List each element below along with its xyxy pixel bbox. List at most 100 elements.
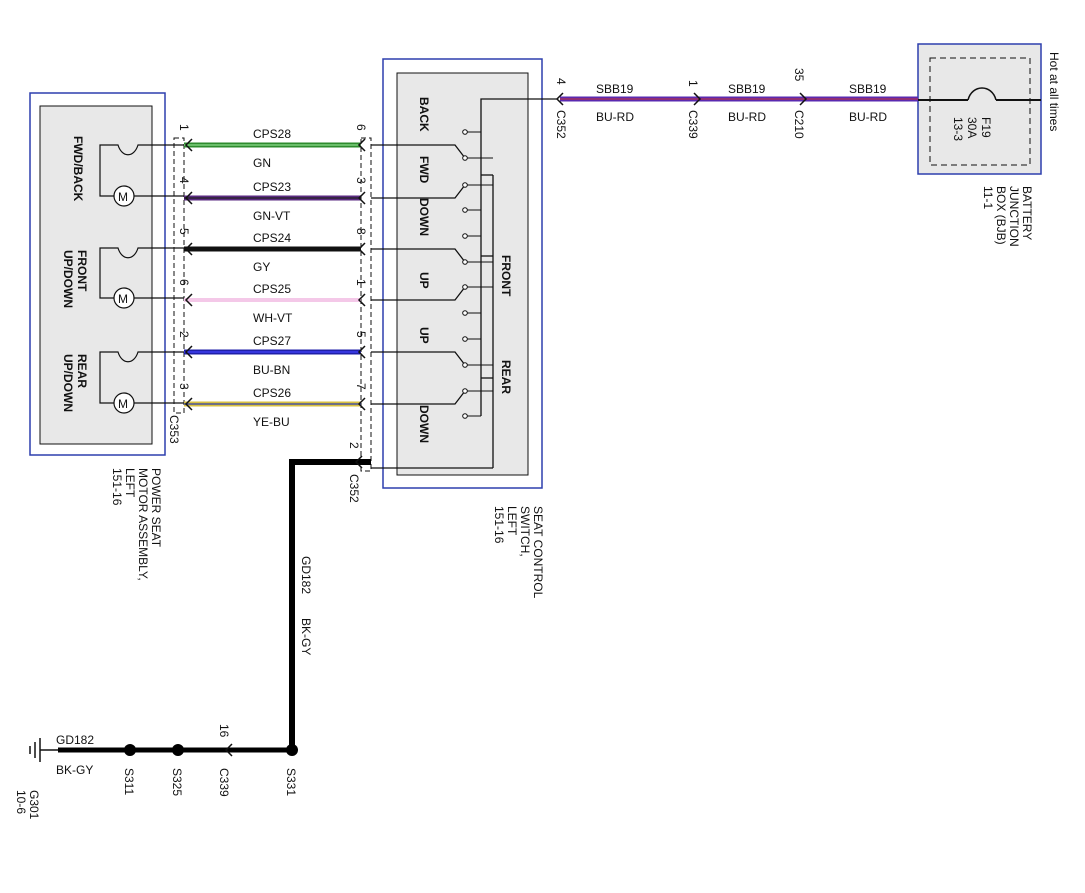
motor-label-rear-1: REAR (75, 354, 89, 388)
ground-circuit: 2 C352 GD182 BK-GY S331 16 C339 S325 S31… (14, 442, 371, 820)
connector-c339-ground-symbol (224, 743, 233, 757)
splice-s311-dot (124, 744, 136, 756)
wire-circuit: CPS23 (253, 180, 291, 194)
ground-pin-switch: 2 (347, 442, 361, 449)
ground-pin-c339: 16 (217, 724, 231, 738)
connector-chevron (184, 242, 193, 256)
ground-color-vertical: BK-GY (299, 618, 313, 655)
connector-chevron (357, 293, 366, 307)
wire-circuit: CPS28 (253, 127, 291, 141)
feed-circuit-3: SBB19 (849, 82, 887, 96)
feed-circuit-2: SBB19 (728, 82, 766, 96)
ground-circuit-horizontal: GD182 (56, 733, 94, 747)
limit-switch-icon (114, 351, 184, 363)
wire-color: BU-BN (253, 363, 290, 377)
ground-color-horizontal: BK-GY (56, 763, 93, 777)
switch-label-back: BACK (417, 97, 431, 132)
connector-chevron (184, 293, 193, 307)
hot-at-all-times: Hot at all times (1047, 52, 1061, 131)
motor-title-4: 151-16 (110, 468, 124, 506)
pin-motor: 2 (177, 331, 191, 338)
fuse-ref: 13-3 (951, 117, 965, 141)
switch-label-down-2: DOWN (417, 405, 431, 443)
pin-switch: 8 (354, 228, 368, 235)
svg-text:M: M (118, 397, 128, 411)
pin-switch: 5 (354, 331, 368, 338)
connector-chevron (357, 242, 366, 256)
wire-circuit: CPS25 (253, 282, 291, 296)
connector-chevron (357, 345, 366, 359)
bjb-label-2: JUNCTION (1007, 186, 1021, 247)
wire-circuit: CPS26 (253, 386, 291, 400)
wire-color: GN-VT (253, 209, 291, 223)
connector-chevron (184, 191, 193, 205)
connector-c210-symbol (799, 92, 808, 106)
pin-switch: 3 (354, 177, 368, 184)
fuse-id: F19 (979, 117, 993, 138)
wire-circuit: CPS24 (253, 231, 291, 245)
feed-color-1: BU-RD (596, 110, 634, 124)
pin-motor: 5 (177, 228, 191, 235)
pin-switch: 6 (354, 124, 368, 131)
pin-motor: 4 (177, 177, 191, 184)
conn-c210: C210 (792, 110, 806, 139)
pin-c339-feed: 1 (686, 80, 700, 87)
splice-s331-dot (286, 744, 298, 756)
connector-chevron (357, 191, 366, 205)
feed-circuit-1: SBB19 (596, 82, 634, 96)
limit-switch-icon (114, 247, 184, 259)
motor-label-rear-2: UP/DOWN (61, 354, 75, 412)
splice-s325-dot (172, 744, 184, 756)
wire-color: WH-VT (253, 311, 293, 325)
ground-conn-c339: C339 (217, 768, 231, 797)
connector-c353-outline (173, 137, 185, 414)
pin-motor: 3 (177, 383, 191, 390)
splice-s331: S331 (284, 768, 298, 796)
switch-label-down-1: DOWN (417, 198, 431, 236)
wire-color: YE-BU (253, 415, 290, 429)
splice-s311: S311 (122, 768, 136, 795)
feed-wire-sbb19: SBB19 BU-RD SBB19 BU-RD SBB19 BU-RD 35 C… (554, 68, 918, 139)
svg-text:M: M (118, 292, 128, 306)
conn-c352-feed: C352 (554, 110, 568, 139)
bjb-label-1: BATTERY (1020, 186, 1034, 240)
feed-color-2: BU-RD (728, 110, 766, 124)
ground-circuit-vertical: GD182 (299, 556, 313, 594)
switch-title-3: LEFT (505, 506, 519, 536)
ground-conn-switch: C352 (347, 474, 361, 503)
motor-title-3: LEFT (123, 468, 137, 498)
power-seat-motor-assembly: M M M FWD/BACK FRONT UP/DOWN REAR UP/DOW… (29, 92, 184, 581)
switch-title-2: SWITCH, (518, 506, 532, 557)
fuse-rating: 30A (965, 117, 979, 138)
pin-c352-feed: 4 (554, 78, 568, 85)
switch-title-1: SEAT CONTROL (531, 506, 545, 599)
switch-label-up-1: UP (417, 272, 431, 289)
connector-c352-ground-symbol (354, 455, 363, 469)
wire-color: GN (253, 156, 271, 170)
conn-c339-feed: C339 (686, 110, 700, 139)
connector-chevron (357, 397, 366, 411)
bjb-label-3: BOX (BJB) (994, 186, 1008, 245)
switch-title-4: 151-16 (492, 506, 506, 544)
pin-c210: 35 (792, 68, 806, 82)
switch-label-front: FRONT (499, 255, 513, 297)
svg-text:M: M (118, 190, 128, 204)
connector-chevron (184, 138, 193, 152)
switch-label-up-2: UP (417, 327, 431, 344)
motor-title-2: MOTOR ASSEMBLY, (136, 468, 150, 581)
pin-motor: 6 (177, 279, 191, 286)
ground-ref: 10-6 (14, 790, 28, 814)
connector-c352-outline (360, 137, 372, 472)
wire-color: GY (253, 260, 270, 274)
ground-point-g301: G301 (27, 790, 41, 820)
motor-title-1: POWER SEAT (149, 468, 163, 548)
fuse-icon (967, 87, 997, 101)
splice-s325: S325 (170, 768, 184, 796)
motor-label-fwdback: FWD/BACK (71, 136, 85, 202)
